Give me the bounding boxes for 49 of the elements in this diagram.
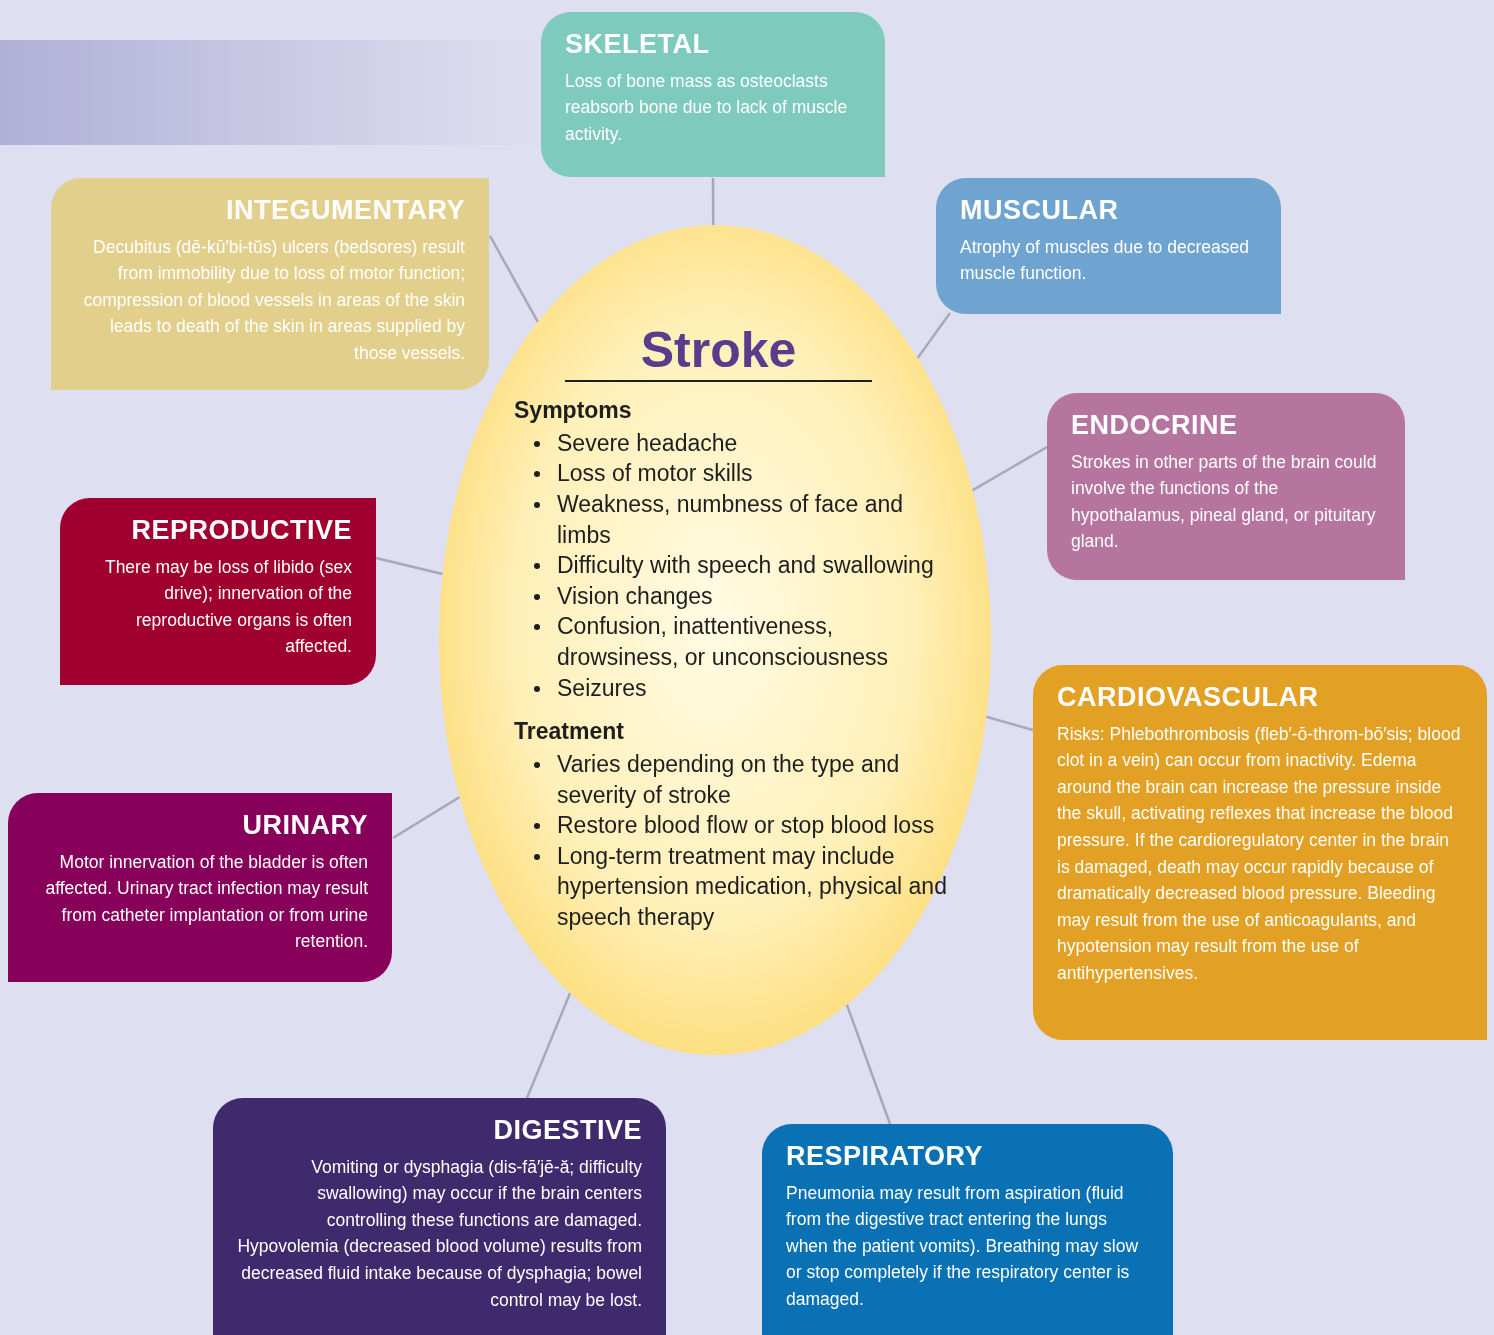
list-item: Weakness, numbness of face and limbs — [557, 490, 905, 550]
list-item: Severe headache — [557, 428, 738, 458]
connector-line — [971, 445, 1048, 492]
section-heading: Treatment — [514, 717, 625, 747]
card-heading: REPRODUCTIVE — [130, 516, 352, 546]
card-heading: MUSCULAR — [960, 196, 1120, 226]
card-heading: CARDIOVASCULAR — [1057, 683, 1320, 713]
card-heading: ENDOCRINE — [1071, 411, 1239, 441]
card-heading: RESPIRATORY — [786, 1142, 985, 1172]
list-item: Loss of motor skills — [557, 459, 753, 489]
connector-line — [375, 556, 443, 576]
connector-line — [525, 992, 572, 1099]
system-card — [762, 1124, 1173, 1335]
card-heading: INTEGUMENTARY — [225, 196, 465, 226]
list-item: Seizures — [557, 673, 647, 703]
connector-line — [711, 178, 715, 225]
list-item: Long-term treatment may include hypertension medication, physical and speech therapy — [557, 841, 948, 932]
card-text: Decubitus (dē-kū′bi-tŭs) ulcers (bedsores) result from immobility due to loss of motor function; compression of blood vessels in areas of the skin leads to death of the skin in areas supplied by those vessels. — [82, 235, 465, 366]
card-text: Risks: Phlebothrombosis (fleb′-ō-throm-bō′sis; blood clot in a vein) can occur from inactivity. Edema around the brain can increase the pressure inside the skull, activating reflexes that increase the blood pressure. If the cardioregulatory center in the brain is damaged, death may occur rapidly because of dramatically decreased blood pressure. Bleeding may result from the use of anticoagulants, and hypotension may result from the use of antihypertensives. — [1057, 722, 1462, 986]
connector-line — [916, 312, 951, 359]
connector-line — [985, 715, 1034, 732]
system-card — [51, 178, 489, 390]
card-text: There may be loss of libido (sex drive); innervation of the reproductive organs is often affected. — [103, 555, 352, 659]
card-text: Strokes in other parts of the brain could involve the functions of the hypothalamus, pineal gland, or pituitary gland. — [1071, 450, 1378, 554]
card-text: Atrophy of muscles due to decreased muscle function. — [960, 235, 1250, 286]
system-card — [1047, 393, 1405, 580]
list-item: Confusion, inattentiveness, drowsiness, or unconsciousness — [557, 612, 890, 672]
card-text: Pneumonia may result from aspiration (fluid from the digestive tract entering the lungs when the patient vomits). Breathing may slow or stop completely if the respiratory center is damaged. — [786, 1181, 1140, 1312]
system-card — [8, 793, 392, 982]
list-item: Vision changes — [557, 581, 713, 611]
connector-line — [845, 1004, 892, 1125]
card-text: Loss of bone mass as osteoclasts reabsorb bone due to lack of muscle activity. — [565, 69, 849, 146]
system-card — [1033, 665, 1487, 1040]
system-card — [936, 178, 1281, 314]
list-item: Difficulty with speech and swallowing — [557, 551, 934, 581]
system-card — [213, 1098, 666, 1335]
card-heading: DIGESTIVE — [492, 1116, 642, 1146]
list-item: Varies depending on the type and severity of stroke — [557, 750, 901, 810]
card-text: Motor innervation of the bladder is often affected. Urinary tract infection may result from catheter implantation or from urine retention. — [44, 850, 368, 954]
card-heading: URINARY — [241, 811, 368, 841]
connector-line — [488, 235, 539, 323]
card-text: Vomiting or dysphagia (dis-fā′jē-ă; difficulty swallowing) may occur if the brain centers controlling these functions are damaged. Hypovolemia (decreased blood volume) results from decreased fluid intake because of dysphagia; bowel control may be lost. — [237, 1155, 642, 1312]
system-card — [541, 12, 885, 177]
list-item: Restore blood flow or stop blood loss — [557, 811, 935, 841]
title: Stroke — [639, 321, 798, 380]
system-card — [60, 498, 376, 685]
card-heading: SKELETAL — [565, 30, 711, 60]
connector-line — [392, 796, 461, 840]
section-heading: Symptoms — [514, 396, 633, 425]
